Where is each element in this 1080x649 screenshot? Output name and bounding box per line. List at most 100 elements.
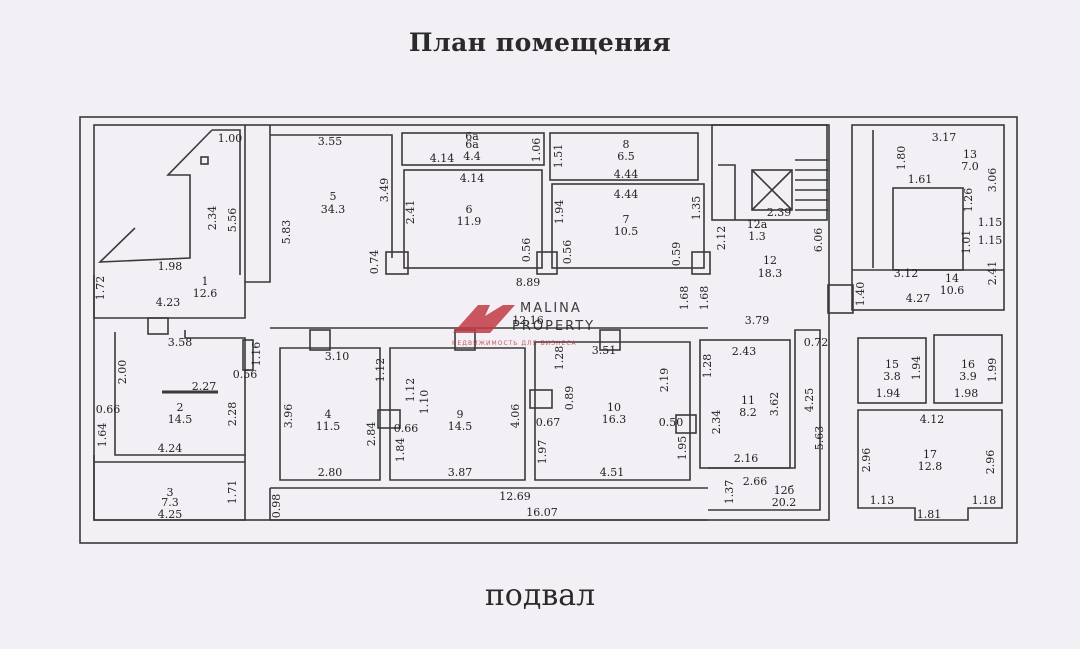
dimension-label: 3.17 xyxy=(932,131,957,144)
dimension-label: 3.79 xyxy=(745,314,770,327)
svg-text:6: 6 xyxy=(466,203,473,216)
watermark-logo: MALINA PROPERTY НЕДВИЖИМОСТЬ ДЛЯ БИЗНЕСА xyxy=(452,301,595,347)
svg-text:14: 14 xyxy=(945,272,959,285)
dimension-label: 1.61 xyxy=(908,173,933,186)
dimension-label: 1.97 xyxy=(536,440,549,465)
svg-text:10: 10 xyxy=(607,401,621,414)
dimension-label: 4.14 xyxy=(430,152,455,165)
dimension-label: 1.00 xyxy=(218,132,243,145)
dimension-label: 8.89 xyxy=(516,276,541,289)
dimension-label: 3.96 xyxy=(282,404,295,429)
svg-text:5: 5 xyxy=(330,190,337,203)
dimension-label: 3.06 xyxy=(986,168,999,193)
dimension-label: 0.74 xyxy=(368,250,381,275)
dimension-label: 2.28 xyxy=(226,402,239,427)
dimension-label: 0.66 xyxy=(394,422,419,435)
dimension-label: 1.68 xyxy=(698,286,711,311)
svg-text:7.0: 7.0 xyxy=(961,160,979,173)
svg-text:10.5: 10.5 xyxy=(614,225,639,238)
svg-text:3.9: 3.9 xyxy=(959,370,977,383)
dimension-label: 0.56 xyxy=(561,240,574,265)
room-label-15: 153.8 xyxy=(883,358,901,383)
dimension-label: 2.39 xyxy=(767,206,792,219)
dimension-label: 4.51 xyxy=(600,466,625,479)
dimension-label: 2.96 xyxy=(984,450,997,475)
room-label-16: 163.9 xyxy=(959,358,977,383)
dimension-label: 3.49 xyxy=(378,178,391,203)
dimension-label: 1.16 xyxy=(250,342,263,367)
dimension-label: 2.43 xyxy=(732,345,757,358)
watermark-tagline: НЕДВИЖИМОСТЬ ДЛЯ БИЗНЕСА xyxy=(452,340,577,347)
dimension-label: 2.80 xyxy=(318,466,343,479)
room-label-1: 112.6 xyxy=(193,275,218,300)
dimension-label: 1.28 xyxy=(701,354,714,379)
dimension-label: 0.98 xyxy=(270,494,283,519)
dimension-label: 0.50 xyxy=(659,416,684,429)
dimension-label: 2.00 xyxy=(116,360,129,385)
watermark-m-icon xyxy=(453,305,515,333)
dimension-label: 0.59 xyxy=(670,242,683,267)
svg-text:11: 11 xyxy=(741,394,755,407)
dimension-label: 2.34 xyxy=(710,410,723,435)
dimension-label: 1.28 xyxy=(553,346,566,371)
svg-text:8.2: 8.2 xyxy=(739,406,757,419)
svg-text:3: 3 xyxy=(167,486,174,499)
svg-text:11.5: 11.5 xyxy=(316,420,341,433)
dimension-label: 1.71 xyxy=(226,480,239,505)
svg-text:3.8: 3.8 xyxy=(883,370,901,383)
svg-text:9: 9 xyxy=(457,408,464,421)
dimension-label: 3.10 xyxy=(325,350,350,363)
dimension-label: 6.06 xyxy=(812,228,825,253)
dimension-label: 1.40 xyxy=(854,282,867,307)
dimension-label: 4.44 xyxy=(614,168,639,181)
room-label-7: 710.5 xyxy=(614,213,639,238)
dimension-labels: 1.005.562.341.981.724.233.582.001.160.56… xyxy=(94,130,1002,521)
dimension-label: 1.06 xyxy=(530,138,543,163)
dimension-label: 1.12 xyxy=(404,378,417,403)
dimension-label: 0.66 xyxy=(96,403,121,416)
dimension-label: 2.12 xyxy=(715,226,728,251)
dimension-label: 2.34 xyxy=(206,206,219,231)
svg-text:1: 1 xyxy=(202,275,209,288)
room-labels: 112.6 214.5 37.3 411.5 534.3 611.9 6а4.4… xyxy=(161,138,979,509)
dimension-label: 1.01 xyxy=(960,230,973,255)
svg-text:11.9: 11.9 xyxy=(457,215,482,228)
dimension-label: 12.69 xyxy=(499,490,531,503)
dimension-label: 12.16 xyxy=(512,314,544,327)
dimension-label: 1.94 xyxy=(553,200,566,225)
room-label-4: 411.5 xyxy=(316,408,341,433)
page-title: План помещения xyxy=(408,28,672,57)
dimension-label: 4.06 xyxy=(509,404,522,429)
watermark-brand-1: MALINA xyxy=(520,301,582,316)
dimension-label: 2.66 xyxy=(743,475,768,488)
dimension-label: 2.27 xyxy=(192,380,217,393)
dimension-label: 4.12 xyxy=(920,413,945,426)
svg-text:20.2: 20.2 xyxy=(772,496,797,509)
dimension-label: 0.67 xyxy=(536,416,561,429)
svg-text:6.5: 6.5 xyxy=(617,150,635,163)
svg-text:14.5: 14.5 xyxy=(448,420,473,433)
dimension-label: 5.83 xyxy=(280,220,293,245)
dimension-label: 1.95 xyxy=(676,436,689,461)
room-label-8: 86.5 xyxy=(617,138,635,163)
walls xyxy=(79,116,1018,544)
svg-text:17: 17 xyxy=(923,448,937,461)
dimension-label: 3.58 xyxy=(168,336,193,349)
svg-text:12а: 12а xyxy=(747,218,768,231)
watermark-brand-2: PROPERTY xyxy=(512,319,595,334)
svg-text:7: 7 xyxy=(623,213,630,226)
room-label-11: 118.2 xyxy=(739,394,757,419)
dimension-label: 1.64 xyxy=(96,423,109,448)
dimension-label: 4.24 xyxy=(158,442,183,455)
dimension-label: 3.51 xyxy=(592,344,617,357)
dimension-label: 4.25 xyxy=(803,388,816,413)
svg-text:2: 2 xyxy=(177,401,184,414)
room-label-6a: 6а4.4 xyxy=(463,138,481,163)
dimension-label: 2.41 xyxy=(404,200,417,225)
floor-label: подвал xyxy=(484,578,596,613)
